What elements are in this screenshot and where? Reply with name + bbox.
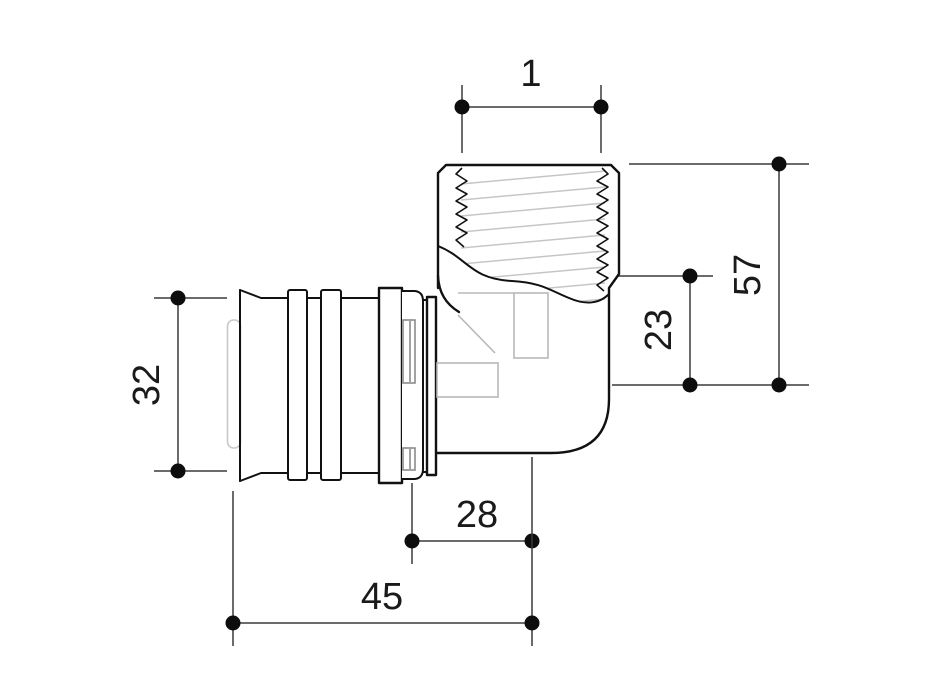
dim-label-overall-length: 45: [361, 576, 403, 618]
dimension-dot: [771, 377, 787, 393]
press-rib: [320, 289, 342, 481]
dimension-overall-length: 45: [225, 457, 540, 646]
press-sleeve: [239, 286, 438, 485]
dim-label-overall-height: 57: [727, 254, 769, 296]
dim-label-thread-size: 1: [520, 53, 541, 95]
dimension-thread-size: 1: [454, 53, 609, 153]
pipe-insert-ghost-outline: [226, 319, 242, 449]
sleeve-top-edge: [239, 289, 380, 299]
thread-helix-lines: [460, 170, 606, 304]
dimension-dot: [225, 615, 241, 631]
wavy-break-line: [437, 245, 610, 304]
body-rim: [425, 295, 438, 477]
dim-label-body-offset: 28: [456, 494, 498, 536]
dim-label-port-offset: 23: [638, 309, 680, 351]
neck-fillet: [436, 274, 461, 314]
dimension-overall-height: 57: [612, 156, 809, 393]
threaded-port-and-body: [435, 163, 621, 455]
sleeve-bottom-edge: [239, 472, 380, 482]
dimension-port-offset-height: 23: [617, 268, 713, 393]
dimension-dot: [170, 290, 186, 306]
dimension-dot: [404, 533, 420, 549]
dimension-dot: [454, 99, 470, 115]
fitting-part: [226, 163, 621, 485]
dimension-dot: [682, 377, 698, 393]
dimension-dot: [170, 463, 186, 479]
press-rib: [287, 289, 308, 481]
thread-zigzag-left: [455, 167, 468, 248]
dimension-pipe-od: 32: [126, 290, 227, 479]
sleeve-collar: [377, 286, 404, 485]
dimension-dot: [682, 268, 698, 284]
dimension-dot: [524, 615, 540, 631]
hidden-internal-detail: [436, 292, 549, 398]
dim-label-pipe-od: 32: [126, 364, 168, 406]
dimension-body-offset-length: 28: [404, 483, 540, 564]
dimension-dot: [771, 156, 787, 172]
sleeve-cap: [401, 290, 424, 480]
port-and-body-outline: [435, 163, 621, 455]
inspection-window: [402, 447, 416, 471]
thread-zigzag-right: [596, 167, 609, 292]
dimension-dot: [593, 99, 609, 115]
inspection-window: [402, 319, 416, 384]
